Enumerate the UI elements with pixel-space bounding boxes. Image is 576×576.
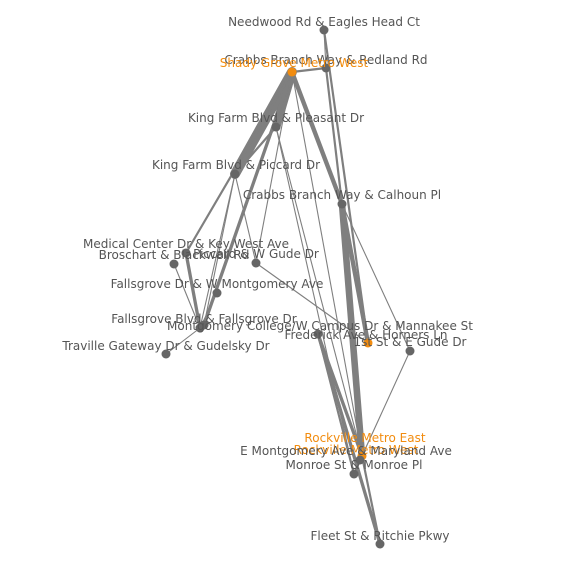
label-layer: Needwood Rd & Eagles Head Ct Crabbs Branc… — [61, 15, 473, 543]
node-label-broschart: Broschart & Blackwell Rd — [99, 248, 250, 262]
node-label-medical_keywest: Medical Center Dr & Key West Ave — [83, 237, 289, 251]
edge-kingfarm_pleasant-kingfarm_piccard — [233, 125, 278, 176]
edge-crabbs_calhoun-first_gude — [341, 203, 411, 352]
edge-shady_grove-fallsgrove_blvd — [202, 70, 294, 327]
node-shady_grove[interactable] — [287, 67, 297, 77]
node-label-frederick_horners: Frederick Ave & Horners Ln — [284, 328, 447, 342]
node-label-fallsgrove_blvd: Fallsgrove Blvd & Fallsgrove Dr — [111, 312, 297, 326]
node-label-shady_grove: Shady Grove Metro West — [220, 56, 369, 70]
edge-frederick_horners-fleet_ritchie — [316, 332, 382, 546]
node-montgomery_college[interactable] — [195, 323, 205, 333]
edge-needwood-rockville_east — [322, 28, 370, 345]
edge-crabbs_redland-crabbs_calhoun — [324, 66, 344, 206]
node-label-fallsgrove_montgomery: Fallsgrove Dr & W Montgomery Ave — [111, 277, 324, 291]
node-broschart[interactable] — [169, 259, 179, 269]
node-kingfarm_pleasant[interactable] — [271, 122, 281, 132]
edge-piccard_gude-rockville_east — [255, 262, 369, 344]
node-label-first_gude: 1st St & E Gude Dr — [353, 335, 466, 349]
edge-shady_grove-piccard_gude — [255, 71, 293, 264]
edge-crabbs_calhoun-rockville_west — [338, 200, 366, 460]
node-label-kingfarm_piccard: King Farm Blvd & Piccard Dr — [152, 158, 320, 172]
node-label-monroe: Monroe St & Monroe Pl — [286, 458, 423, 472]
edge-traville-montgomery_college — [165, 327, 201, 355]
node-fallsgrove_montgomery[interactable] — [212, 288, 222, 298]
node-label-traville: Traville Gateway Dr & Gudelsky Dr — [61, 339, 269, 353]
edge-medical_keywest-montgomery_college — [184, 251, 202, 330]
node-label-fleet_ritchie: Fleet St & Ritchie Pkwy — [310, 529, 449, 543]
node-label-crabbs_redland: Crabbs Branch Way & Redland Rd — [224, 53, 427, 67]
edge-kingfarm_pleasant-rockville_west — [275, 126, 363, 457]
node-label-rockville_east: Rockville Metro East — [304, 431, 425, 445]
node-crabbs_redland[interactable] — [321, 63, 331, 73]
node-label-piccard_gude: Piccard & W Gude Dr — [193, 247, 319, 261]
node-kingfarm_piccard[interactable] — [230, 169, 240, 179]
node-e_montgomery_maryland[interactable] — [355, 455, 365, 465]
node-first_gude[interactable] — [405, 346, 415, 356]
edge-shady_grove-medical_keywest — [184, 70, 294, 255]
node-rockville_east[interactable] — [363, 338, 373, 348]
node-label-needwood: Needwood Rd & Eagles Head Ct — [228, 15, 420, 29]
edge-shady_grove-rockville_west — [291, 71, 363, 457]
node-needwood[interactable] — [319, 25, 329, 35]
node-frederick_horners[interactable] — [313, 329, 323, 339]
node-label-e_montgomery_maryland: E Montgomery Ave & Maryland Ave — [240, 444, 452, 458]
node-label-crabbs_calhoun: Crabbs Branch Way & Calhoun Pl — [243, 188, 441, 202]
edge-shady_grove-crabbs_redland — [290, 66, 328, 74]
node-fleet_ritchie[interactable] — [375, 539, 385, 549]
node-label-montgomery_college: Montgomery College/W Campus Dr & Mannake… — [167, 319, 473, 333]
edge-broschart-montgomery_college — [173, 263, 201, 329]
edge-rockville_west-fleet_ritchie — [360, 454, 382, 546]
edge-shady_grove-crabbs_calhoun — [289, 69, 345, 207]
edge-kingfarm_piccard-piccard_gude — [234, 173, 257, 264]
node-layer — [161, 25, 415, 549]
node-traville[interactable] — [161, 349, 171, 359]
edge-first_gude-rockville_west — [361, 350, 411, 457]
edge-kingfarm_piccard-montgomery_college — [199, 173, 236, 329]
node-piccard_gude[interactable] — [251, 258, 261, 268]
node-medical_keywest[interactable] — [181, 248, 191, 258]
node-crabbs_calhoun[interactable] — [337, 199, 347, 209]
node-label-rockville_west: Rockville Metro West — [294, 443, 419, 457]
edge-crabbs_calhoun-rockville_east — [339, 201, 371, 346]
node-monroe[interactable] — [349, 469, 359, 479]
node-label-kingfarm_pleasant: King Farm Blvd & Pleasant Dr — [188, 111, 364, 125]
